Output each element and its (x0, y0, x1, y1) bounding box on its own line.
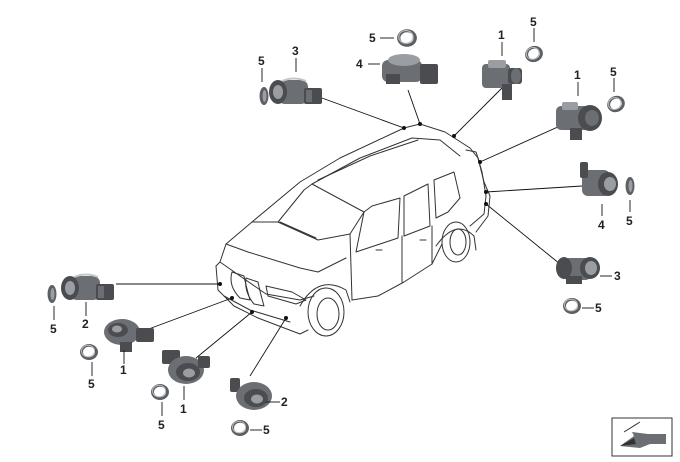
decoupling-ring-icon (259, 87, 269, 105)
parking-sensor-icon (268, 77, 323, 105)
decoupling-ring-icon (230, 419, 250, 437)
part-number-label: 5 (258, 54, 265, 68)
part-ring-top-right: 5 (522, 15, 546, 66)
part-number-label: 5 (263, 423, 270, 437)
parking-sensor-icon (60, 273, 115, 301)
parking-sensor-icon (104, 319, 154, 352)
part-sensor-front-3: 2 (230, 378, 288, 410)
decoupling-ring-icon (79, 343, 99, 361)
part-ring-top-center: 5 (369, 28, 418, 48)
leader-lines (116, 87, 583, 377)
parking-sensor-icon (556, 102, 602, 140)
part-sensor-right-mid: 4 (580, 162, 618, 232)
part-number-label: 5 (595, 301, 602, 315)
part-number-label: 2 (82, 317, 89, 331)
decoupling-ring-icon (150, 383, 170, 401)
part-ring-left: 5 (47, 285, 57, 336)
part-ring-front-2: 5 (150, 383, 170, 432)
vehicle-outline (215, 123, 491, 337)
part-ring-right-upper: 5 (603, 65, 629, 116)
part-sensor-top-left: 3 (268, 44, 323, 105)
parking-sensor-icon (580, 162, 618, 196)
parking-sensor-icon (230, 378, 272, 410)
part-number-label: 5 (158, 418, 165, 432)
parking-sensor-icon (162, 350, 210, 384)
part-ring-right-mid: 5 (625, 177, 635, 228)
part-number-label: 1 (498, 28, 505, 42)
part-number-label: 2 (281, 395, 288, 409)
part-number-label: 4 (598, 218, 605, 232)
part-sensor-right-low: 3 (556, 257, 621, 284)
part-ring-front-1: 5 (79, 343, 99, 391)
part-sensor-left: 2 (60, 273, 115, 331)
part-number-label: 4 (356, 57, 363, 71)
part-number-label: 5 (610, 65, 617, 79)
decoupling-ring-icon (562, 297, 582, 315)
part-number-label: 5 (626, 214, 633, 228)
decoupling-ring-icon (522, 42, 546, 66)
part-number-label: 5 (50, 322, 57, 336)
part-ring-right-low: 5 (562, 297, 602, 315)
part-number-label: 3 (292, 44, 299, 58)
part-ring-front-3: 5 (230, 419, 270, 437)
view-direction-icon (611, 417, 673, 457)
parking-sensor-icon (556, 257, 600, 284)
part-number-label: 5 (369, 31, 376, 45)
part-ring-top-left: 5 (258, 54, 269, 105)
part-sensor-front-2: 1 (162, 350, 210, 416)
part-sensor-right-upper: 1 (556, 68, 602, 140)
decoupling-ring-icon (625, 177, 635, 195)
decoupling-ring-icon (603, 92, 629, 116)
part-sensor-top-right: 1 (482, 28, 522, 100)
part-number-label: 5 (88, 377, 95, 391)
part-sensor-top-center: 4 (356, 54, 438, 84)
part-number-label: 3 (614, 269, 621, 283)
part-number-label: 5 (530, 15, 537, 29)
parking-sensor-icon (482, 60, 522, 100)
parking-sensor-icon (382, 54, 438, 84)
decoupling-ring-icon (396, 28, 418, 48)
part-sensor-front-1: 1 (104, 319, 154, 377)
part-number-label: 1 (180, 402, 187, 416)
part-number-label: 1 (574, 68, 581, 82)
part-number-label: 1 (120, 363, 127, 377)
decoupling-ring-icon (47, 285, 57, 303)
